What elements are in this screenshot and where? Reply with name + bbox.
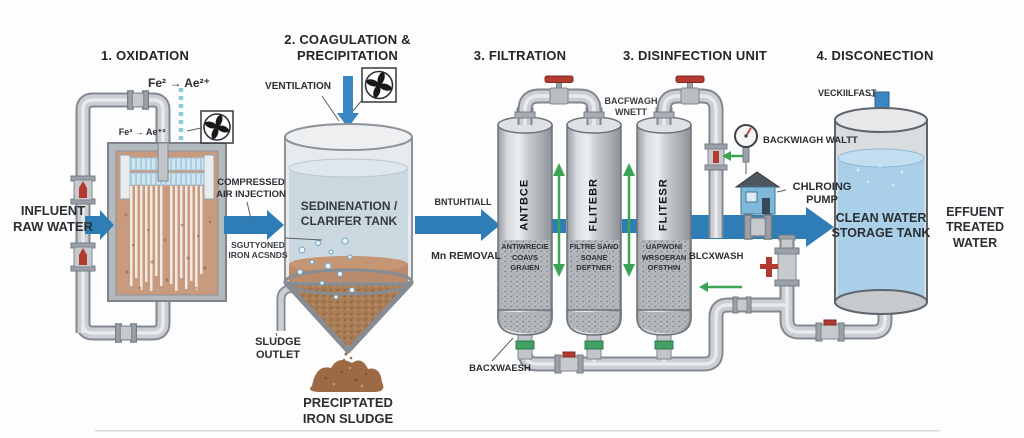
backwash-left-label: BLCXWASH	[689, 251, 744, 262]
water-streams	[130, 186, 203, 291]
influent-label: INFLUENT RAW WATER	[13, 203, 93, 234]
injection-fitting	[743, 214, 773, 240]
ventilation-arrow	[337, 76, 359, 128]
fan-icon	[186, 110, 234, 144]
formula-main: Fe² → Ae²⁺	[148, 76, 210, 90]
filter-top-pipe-1	[514, 75, 605, 125]
sludge-pile	[310, 359, 384, 392]
flow-arrow-influent	[85, 210, 114, 240]
stage-title-disconnection: 4. DISCONECTION	[816, 48, 934, 63]
filter-media	[569, 240, 619, 314]
valve	[554, 351, 584, 374]
filter-media	[500, 240, 550, 314]
valve	[704, 143, 728, 171]
stage-title-oxidation: 1. OXIDATION	[100, 48, 190, 63]
backwash-valve-label: BACKWIAGH WALTT	[763, 135, 858, 146]
filter2-vertical-label: FLITEBR	[587, 177, 600, 232]
mn-removal-label: Mn REMOVAL	[431, 250, 501, 262]
backwash-wnett-label: BACFWAGH WNETT	[604, 96, 658, 117]
feed-pipe	[157, 142, 169, 182]
filter1-vertical-label: ANTBCE	[518, 178, 531, 231]
formula-inner: Fe³ → Ae⁺³	[118, 127, 166, 137]
check-valve	[70, 175, 96, 205]
green-left-arrow	[699, 151, 744, 292]
filter-tank-1	[497, 107, 553, 360]
filter1-media-label: ANTIWRECIE COAVS GRAIEN	[501, 242, 549, 272]
compressed-air-label: COMPRESSED AIR INJECTION	[216, 177, 286, 200]
sedimentation-tank-label: SEDINENATION / CLARIFER TANK	[300, 199, 398, 228]
baseline-divider	[95, 430, 940, 432]
clean-tank-label: CLEAN WATER STORAGE TANK	[831, 211, 931, 241]
stage-title-filtration: 3. FILTRATION	[473, 48, 567, 63]
pipe-flange	[127, 90, 149, 110]
backwash-bottom-label: BACXWAESH	[469, 363, 531, 374]
falling-sludge	[342, 352, 353, 362]
effluent-label: EFFUENT TREATED WATER	[945, 205, 1005, 250]
pipe-flange	[115, 323, 137, 343]
clean-water-tank	[834, 91, 928, 315]
filter3-media-label: UAPWONI WRSOERAN OFSTHIN	[641, 242, 687, 272]
iron-speckles	[124, 213, 212, 290]
fan-icon	[352, 67, 397, 112]
green-backwash-arrow	[557, 174, 631, 266]
pipe-flange	[732, 296, 752, 314]
oxidation-tank	[107, 142, 227, 302]
precipitated-sludge-label: PRECIPTATED IRON SLUDGE	[302, 395, 394, 426]
filter-media	[639, 240, 689, 314]
valve	[815, 319, 845, 342]
pressure-gauge-icon	[734, 124, 758, 174]
flow-arrow-clarifier-out	[415, 209, 500, 241]
chlorine-pump-icon	[734, 171, 787, 215]
oxidized-iron-label: SGUTYONED IRON ACSNDS	[228, 240, 288, 261]
vent-fast-label: VECKIILFAST	[818, 88, 877, 98]
ventilation-label: VENTILATION	[265, 81, 331, 92]
filter2-media-label: FILTRE SAND SOANE DEFTNER	[569, 242, 619, 272]
bubbles	[297, 237, 355, 300]
filter-top-pipe-2	[653, 75, 728, 238]
flow-arrow-oxidation-out	[224, 210, 284, 240]
gate-valve	[760, 247, 800, 287]
check-valve	[70, 242, 96, 272]
green-arrowheads	[553, 163, 635, 277]
pre-filter-label: BNTUHTIALL	[434, 197, 492, 207]
filter-tank-2	[566, 107, 622, 360]
sludge-outlet-label: SLUDGE OUTLET	[255, 336, 301, 362]
stage-title-coagulation: 2. COAGULATION & PRECIPITATION	[284, 32, 411, 63]
stage-title-disinfection: 3. DISINFECTION UNIT	[622, 48, 768, 63]
chlorine-pump-label: CHLROING PUMP	[792, 181, 852, 207]
filter3-vertical-label: FLITESR	[657, 178, 670, 232]
sedimentation-tank	[246, 123, 414, 337]
